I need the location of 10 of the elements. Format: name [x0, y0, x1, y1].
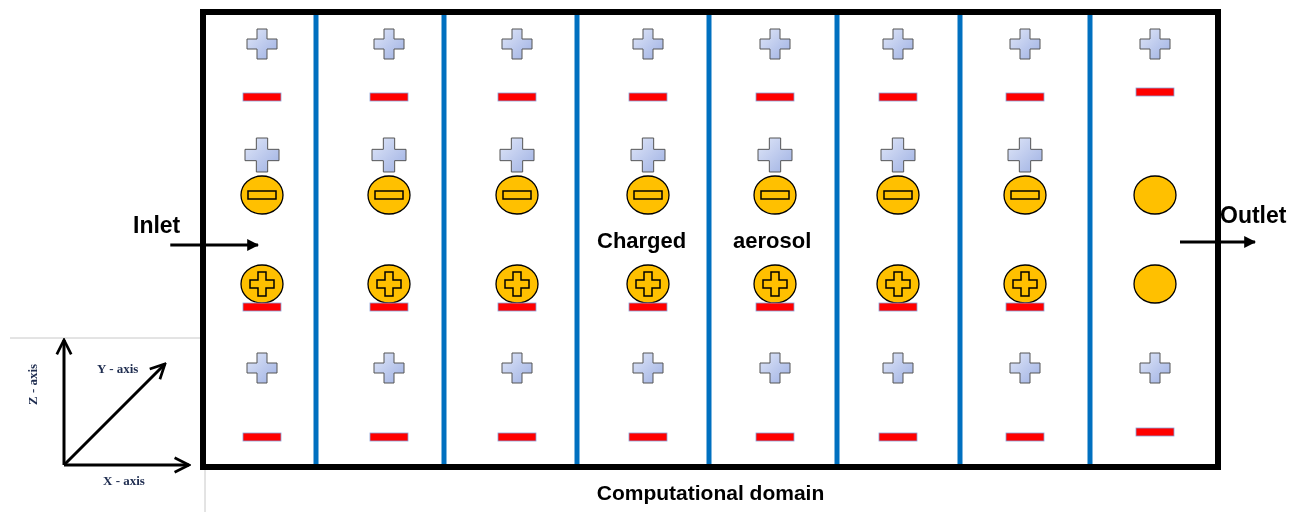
inlet-label: Inlet — [133, 214, 181, 237]
outlet-label: Outlet — [1220, 204, 1287, 227]
region-label: aerosol — [733, 230, 812, 252]
region-label: Charged — [597, 230, 687, 252]
arrow — [170, 239, 260, 251]
arrow — [1180, 236, 1257, 248]
axis-label: X - axis — [103, 474, 145, 487]
axis-label: Z - axis — [26, 363, 39, 405]
domain-caption: Computational domain — [595, 482, 826, 503]
axis-label: Y - axis — [97, 362, 139, 375]
